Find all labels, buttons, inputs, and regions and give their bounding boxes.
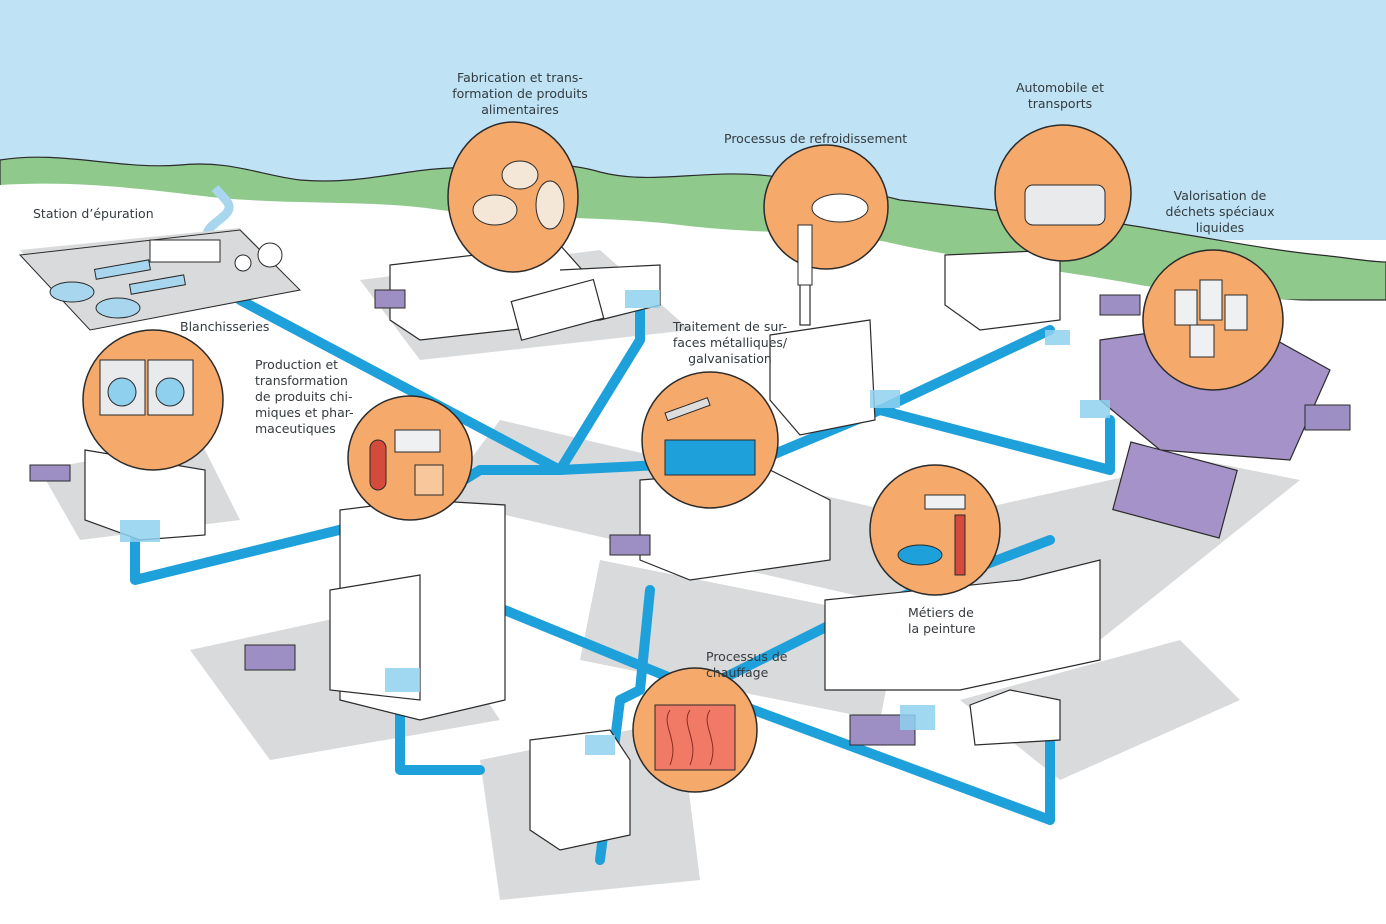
bubble-chemical <box>347 395 473 521</box>
label-liquid-waste-recovery: Valorisation de déchets spéciaux liquide… <box>1165 188 1275 235</box>
bubble-food <box>447 121 579 273</box>
car-wash-icon <box>1024 184 1106 226</box>
label-station-epuration: Station d’épuration <box>33 206 154 221</box>
paint-brush-icon <box>897 494 966 576</box>
discharge-zones <box>120 290 1110 755</box>
label-laundries: Blanchisseries <box>180 319 270 334</box>
barrels-icon <box>1174 279 1248 358</box>
treatment-plant <box>18 229 302 331</box>
label-automotive-transport: Automobile et transports <box>1016 80 1104 111</box>
chimney-steam-icon <box>797 193 869 286</box>
test-tube-icon <box>369 429 444 496</box>
label-chemical-pharma: Production et transformation de produits… <box>255 357 354 436</box>
buildings <box>84 229 1331 851</box>
bubble-painting <box>869 464 1001 596</box>
label-painting-trades: Métiers de la peinture <box>908 605 976 636</box>
washing-machine-icon <box>99 359 194 416</box>
potatoes-icon <box>472 160 565 230</box>
label-heating-process: Processus de chauffage <box>706 649 788 680</box>
label-food-processing: Fabrication et trans- formation de produ… <box>452 70 588 117</box>
label-cooling-process: Processus de refroidissement <box>724 131 908 146</box>
label-metal-surface-treatment: Traitement de sur- faces métalliques/ ga… <box>672 319 788 366</box>
metal-bath-icon <box>664 397 756 476</box>
heat-exchanger-icon <box>654 704 736 771</box>
